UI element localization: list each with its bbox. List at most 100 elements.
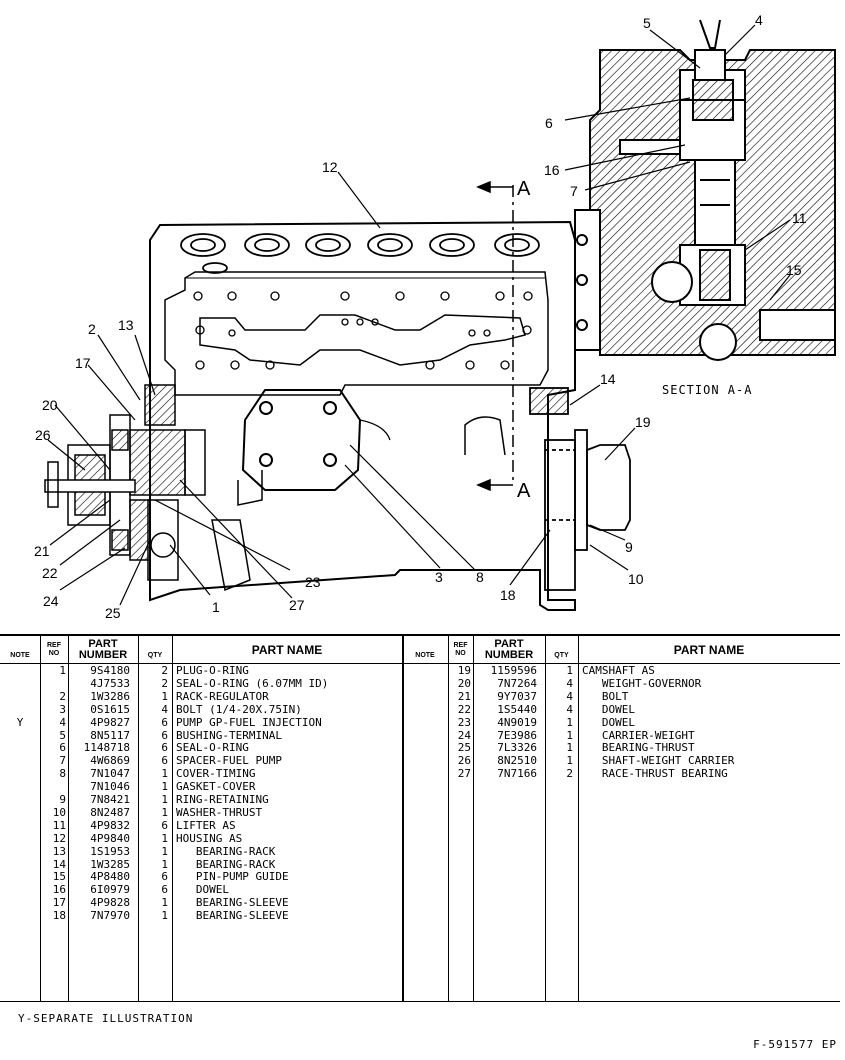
- col-rule: [68, 636, 69, 1001]
- cell-qty: 1: [566, 728, 573, 742]
- footnote: Y-SEPARATE ILLUSTRATION: [18, 1012, 194, 1025]
- cell-name: CARRIER-WEIGHT: [582, 728, 695, 742]
- cell-qty: 2: [566, 767, 573, 781]
- cell-qty: 1: [161, 689, 168, 703]
- cell-number: 8N2510: [497, 754, 537, 768]
- header-part-number: PART NUMBER: [68, 639, 138, 661]
- cell-name: PIN-PUMP GUIDE: [176, 870, 289, 884]
- exploded-view-drawing: 1 2 3 4 5 6 7 8 9 10 11 12 13 14 15 16 1…: [34, 12, 836, 621]
- cell-qty: 4: [566, 689, 573, 703]
- callout-18: 18: [500, 587, 516, 603]
- cell-number: 4W6869: [90, 754, 130, 768]
- col-rule: [473, 636, 474, 1001]
- governor-assembly: [44, 384, 206, 581]
- cell-qty: 1: [161, 844, 168, 858]
- col-rule: [578, 636, 579, 1001]
- header-no-right: NO: [455, 650, 466, 657]
- cell-ref: 6: [59, 741, 66, 755]
- header-qty-right: QTY: [554, 652, 569, 659]
- cell-ref: 26: [457, 754, 471, 768]
- cell-qty: 1: [566, 741, 573, 755]
- cell-qty: 1: [161, 831, 168, 845]
- cell-ref: 18: [52, 909, 66, 923]
- callout-14: 14: [600, 371, 616, 387]
- cell-qty: 1: [161, 857, 168, 871]
- cell-ref: 15: [52, 870, 66, 884]
- cell-name: HOUSING AS: [176, 831, 243, 845]
- header-number: NUMBER: [78, 649, 128, 661]
- callout-4: 4: [755, 12, 763, 28]
- cell-ref: 17: [52, 896, 66, 910]
- header-ref: REF: [47, 642, 61, 649]
- cell-number: 7N1047: [90, 767, 130, 781]
- cell-name: RACE-THRUST BEARING: [582, 767, 728, 781]
- header-part-number-right: PART NUMBER: [473, 639, 545, 661]
- cell-number: 7N8421: [90, 793, 130, 806]
- col-rule: [545, 636, 546, 1001]
- cell-name: LIFTER AS: [176, 818, 236, 832]
- cell-qty: 1: [161, 793, 168, 806]
- header-ref-no: REF NO: [40, 642, 68, 658]
- cell-name: BEARING-THRUST: [582, 741, 695, 755]
- pump-housing-outline: [149, 220, 576, 611]
- cell-ref: 20: [457, 676, 471, 690]
- header-number-right: NUMBER: [484, 649, 534, 661]
- cell-ref: 7: [59, 754, 66, 768]
- callout-25: 25: [105, 605, 121, 621]
- cell-number: 8N2487: [90, 805, 130, 819]
- callout-3: 3: [435, 569, 443, 585]
- cell-number: 7N7970: [90, 909, 130, 923]
- cell-ref: 9: [59, 793, 66, 806]
- cell-number: 9S4180: [90, 664, 130, 677]
- cell-number: 1S5440: [497, 702, 537, 716]
- cell-ref: 21: [457, 689, 471, 703]
- header-note-right: NOTE: [415, 652, 435, 659]
- cell-qty: 4: [566, 676, 573, 690]
- header-part-name-right: PART NAME: [673, 643, 745, 657]
- cell-ref: 27: [457, 767, 471, 781]
- cell-number: 4P9827: [90, 715, 130, 729]
- header-part-right: PART: [494, 638, 524, 650]
- callout-21: 21: [34, 543, 50, 559]
- cell-number: 1S1953: [90, 844, 130, 858]
- timing-cover: [241, 389, 391, 491]
- cell-name: SEAL-O-RING (6.07MM ID): [176, 676, 329, 690]
- cell-name: BEARING-RACK: [176, 844, 276, 858]
- cell-number: 1W3286: [90, 689, 130, 703]
- cell-number: 7L3326: [497, 741, 537, 755]
- cell-ref: 1: [59, 664, 66, 677]
- callout-16: 16: [544, 162, 560, 178]
- cell-name: WASHER-THRUST: [176, 805, 263, 819]
- cell-ref: 23: [457, 715, 471, 729]
- camshaft-end-assembly: [529, 387, 631, 591]
- callout-numbers: 1 2 3 4 5 6 7 8 9 10 11 12 13 14 15 16 1…: [34, 12, 807, 621]
- cell-name: BOLT (1/4-20X.75IN): [176, 702, 302, 716]
- parts-list-table: NOTE REF NO PART NUMBER QTY PART NAME NO…: [0, 634, 840, 1002]
- figure-id: F-591577 EP: [753, 1038, 837, 1051]
- callout-10: 10: [628, 571, 644, 587]
- cell-qty: 6: [161, 870, 168, 884]
- cell-number: 4P9832: [90, 818, 130, 832]
- cell-number: 1159596: [490, 664, 537, 677]
- callout-13: 13: [118, 317, 134, 333]
- section-marker-top: A: [517, 178, 531, 200]
- cell-number: 4P9828: [90, 896, 130, 910]
- callout-20: 20: [42, 397, 58, 413]
- callout-2: 2: [88, 321, 96, 337]
- cell-name: SHAFT-WEIGHT CARRIER: [582, 754, 735, 768]
- cell-number: 1148718: [83, 741, 130, 755]
- cell-ref: 2: [59, 689, 66, 703]
